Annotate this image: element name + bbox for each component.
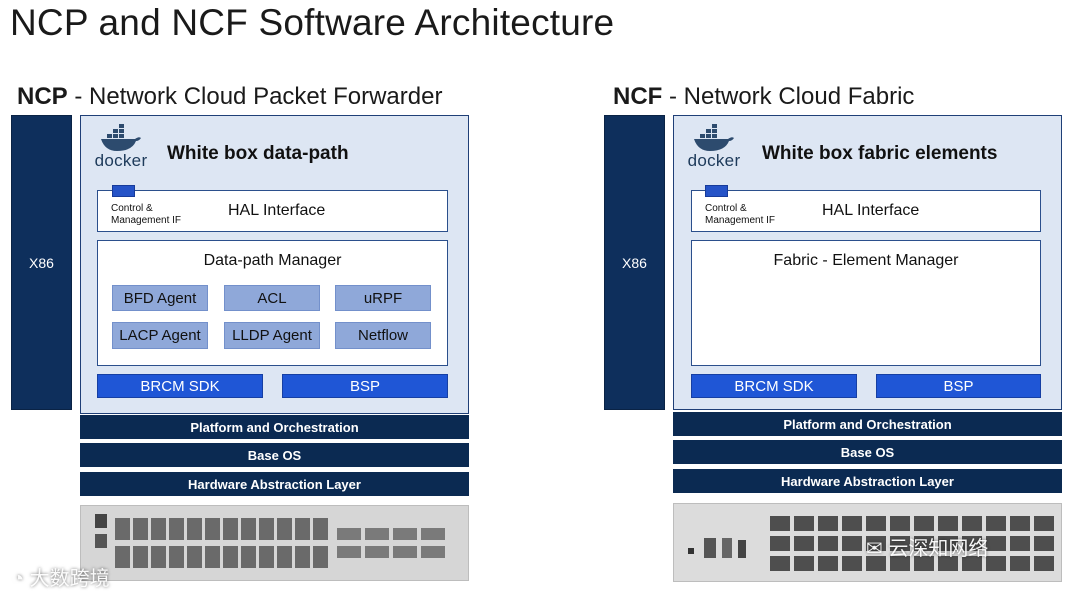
ncf-control-label-line2: Management IF xyxy=(705,215,776,226)
ncf-heading-bold: NCF xyxy=(613,83,663,110)
ncf-hardware-image xyxy=(673,503,1062,582)
ncf-layer-hal: Hardware Abstraction Layer xyxy=(673,469,1062,493)
ncp-x86-block: X86 xyxy=(11,115,72,410)
ncf-heading: NCF - Network Cloud Fabric xyxy=(613,83,914,111)
ncp-manager-label: Data-path Manager xyxy=(203,252,342,269)
ncp-x86-label: X86 xyxy=(29,254,54,271)
docker-whale-icon xyxy=(694,124,734,151)
ncp-heading: NCP - Network Cloud Packet Forwarder xyxy=(17,83,442,111)
ncf-control-port-chip xyxy=(705,185,728,197)
ncp-heading-bold: NCP xyxy=(17,83,68,110)
ncp-brcm-sdk: BRCM SDK xyxy=(97,374,263,398)
ncp-layer-platform: Platform and Orchestration xyxy=(80,415,469,439)
ncf-hal-label: HAL Interface xyxy=(822,202,920,219)
ncf-brcm-sdk: BRCM SDK xyxy=(691,374,857,398)
ncp-control-label-line1: Control & xyxy=(111,203,153,214)
ncp-switch-ports-icon xyxy=(81,506,468,580)
watermark-left-text: 大数跨境 xyxy=(29,568,110,590)
ncp-control-label: Control & Management IF xyxy=(111,203,181,227)
watermark-left: ◔ 大数跨境 xyxy=(12,562,110,591)
ncp-hal-box xyxy=(97,190,448,232)
ncp-bsp: BSP xyxy=(282,374,448,398)
ncf-heading-rest: - Network Cloud Fabric xyxy=(662,83,915,110)
ncf-x86-block: X86 xyxy=(604,115,665,410)
weibo-icon: ◔ xyxy=(12,568,25,590)
ncf-fabric-ports-icon xyxy=(674,504,1061,581)
ncf-layer-platform: Platform and Orchestration xyxy=(673,412,1062,436)
ncp-heading-rest: - Network Cloud Packet Forwarder xyxy=(67,83,443,110)
ncp-agent-bfd: BFD Agent xyxy=(112,285,208,311)
ncf-main-title: White box fabric elements xyxy=(762,143,998,164)
ncf-layer-base-os: Base OS xyxy=(673,440,1062,464)
ncp-agent-acl: ACL xyxy=(224,285,320,311)
ncp-control-port-chip xyxy=(112,185,135,197)
ncf-docker-text: docker xyxy=(687,151,741,170)
wechat-icon: ✉ xyxy=(866,538,883,560)
ncp-layer-base-os: Base OS xyxy=(80,443,469,467)
ncp-agent-lacp: LACP Agent xyxy=(112,322,208,349)
ncp-docker-logo: docker xyxy=(92,124,150,174)
ncf-bsp: BSP xyxy=(876,374,1041,398)
watermark-right-text: 云深知网络 xyxy=(888,538,989,560)
ncf-manager-box xyxy=(691,240,1041,366)
page-title: NCP and NCF Software Architecture xyxy=(10,2,615,43)
ncf-control-label: Control & Management IF xyxy=(705,203,775,227)
ncp-agent-netflow: Netflow xyxy=(335,322,431,349)
ncp-hardware-image xyxy=(80,505,469,581)
ncp-hal-label: HAL Interface xyxy=(228,202,326,219)
ncp-layer-hal: Hardware Abstraction Layer xyxy=(80,472,469,496)
ncp-agent-lldp: LLDP Agent xyxy=(224,322,320,349)
ncp-control-label-line2: Management IF xyxy=(111,215,182,226)
ncf-hal-box xyxy=(691,190,1041,232)
watermark-right: ✉ 云深知网络 xyxy=(866,532,988,561)
ncp-docker-text: docker xyxy=(94,151,148,170)
ncp-main-title: White box data-path xyxy=(167,143,349,164)
ncf-x86-label: X86 xyxy=(622,254,647,271)
ncf-docker-logo: docker xyxy=(685,124,743,174)
docker-whale-icon xyxy=(101,124,141,151)
ncp-agent-urpf: uRPF xyxy=(335,285,431,311)
ncf-manager-label: Fabric - Element Manager xyxy=(773,252,959,269)
ncf-control-label-line1: Control & xyxy=(705,203,747,214)
